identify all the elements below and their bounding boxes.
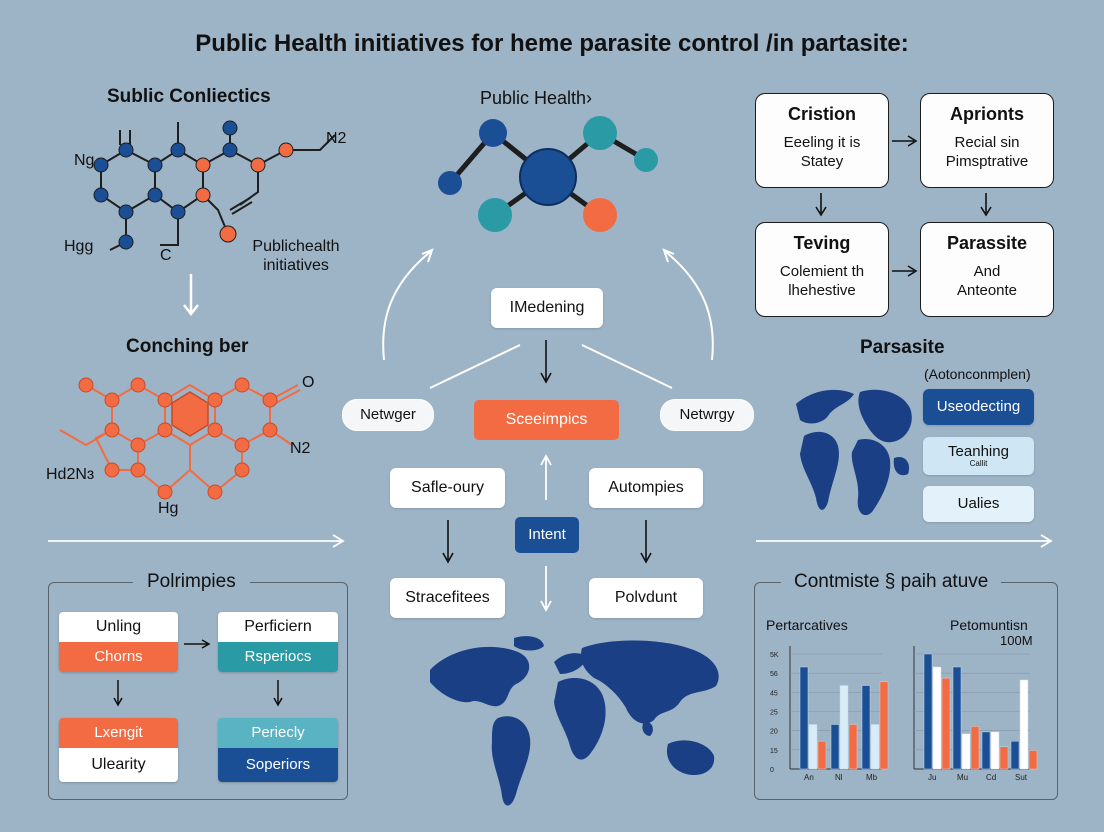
aprionts-desc: Recial sin Pimsptrative (945, 134, 1029, 170)
publichealth-label: Publichealth initiatives (252, 238, 340, 274)
parsasite-subtitle: (Aotonconmplen) (924, 366, 1031, 382)
arrow-down-icon (183, 274, 199, 317)
teanhing-sublabel: Callit (969, 459, 988, 468)
page-title: Public Health initiatives for heme paras… (195, 30, 909, 57)
teanhing-button[interactable]: Teanhing Callit (923, 437, 1034, 475)
parsasite-title: Parsasite (860, 337, 945, 358)
chart-panel (754, 582, 1058, 800)
cristion-title: Cristion (787, 104, 856, 124)
card-unling[interactable]: Unling Chorns (59, 612, 178, 672)
card-lxengit-top: Lxengit (59, 718, 178, 748)
intent-button[interactable]: Intent (515, 517, 579, 553)
polrimpies-title: Polrimpies (133, 571, 250, 593)
center-header: Public Health› (480, 88, 593, 108)
card-lxengit-bottom: Ulearity (59, 748, 178, 782)
atom-label-hg: Hg (158, 500, 179, 517)
card-lxengit[interactable]: Lxengit Ulearity (59, 718, 178, 782)
atom-label-c: C (160, 247, 172, 264)
left-arrow-right-icon (48, 534, 345, 548)
parassite-title: Parassite (946, 233, 1028, 253)
atom-label-hd2n: Hd2Nɜ (46, 466, 95, 483)
left-chart-title: Pertarcatives (766, 617, 848, 633)
center-molecule-icon (438, 116, 658, 232)
sceeimpics-button[interactable]: Sceeimpics (474, 400, 619, 440)
card-perficiern-bottom: Rsperiocs (218, 642, 338, 672)
right-chart-title: Petomuntisn (950, 617, 1028, 633)
polvdunt-box[interactable]: Polvdunt (589, 578, 703, 618)
mid-left-title: Conching ber (126, 336, 249, 357)
teving-box[interactable]: Teving Colemient th lhehestive (755, 222, 889, 317)
stracefitees-box[interactable]: Stracefitees (390, 578, 505, 618)
atom-label-n2-b: N2 (290, 440, 311, 457)
netwger-pill[interactable]: Netwger (342, 399, 434, 431)
card-unling-bottom: Chorns (59, 642, 178, 672)
aprionts-box[interactable]: Aprionts Recial sin Pimsptrative (920, 93, 1054, 188)
top-left-title: Sublic Conliectics (107, 86, 271, 107)
card-periecly[interactable]: Periecly Soperiors (218, 718, 338, 782)
automples-box[interactable]: Autompies (589, 468, 703, 508)
parassite-desc: And Anteonte (956, 263, 1018, 299)
card-periecly-top: Periecly (218, 718, 338, 748)
teanhing-label: Teanhing (948, 443, 1009, 460)
safle-oury-box[interactable]: Safle-oury (390, 468, 505, 508)
card-perficiern-top: Perficiern (218, 612, 338, 642)
ualies-button[interactable]: Ualies (923, 486, 1034, 522)
panel-arrows (113, 639, 283, 707)
atom-label-hgg: Hgg (64, 238, 94, 255)
right-chart-note: 100M (1000, 633, 1033, 648)
chart-panel-title: Contmiste § paih atuve (781, 571, 1002, 593)
atom-label-ng: Ng (74, 152, 95, 169)
useodecting-button[interactable]: Useodecting (923, 389, 1034, 425)
netwgy-pill[interactable]: Netwrgy (660, 399, 754, 431)
card-unling-top: Unling (59, 612, 178, 642)
atom-label-n2: N2 (326, 130, 347, 147)
card-periecly-bottom: Soperiors (218, 748, 338, 782)
medening-box[interactable]: IMedening (491, 288, 603, 328)
world-map-icon (430, 636, 719, 806)
right-arrow-right-icon (756, 534, 1053, 548)
globe-icon (796, 389, 912, 516)
atom-label-o: O (302, 374, 315, 391)
aprionts-title: Aprionts (950, 104, 1024, 124)
cristion-desc: Eeeling it is Statey (783, 134, 861, 170)
teving-title: Teving (793, 233, 851, 253)
parassite-box[interactable]: Parassite And Anteonte (920, 222, 1054, 317)
card-perficiern[interactable]: Perficiern Rsperiocs (218, 612, 338, 672)
cristion-box[interactable]: Cristion Eeeling it is Statey (755, 93, 889, 188)
teving-desc: Colemient th lhehestive (779, 263, 865, 299)
